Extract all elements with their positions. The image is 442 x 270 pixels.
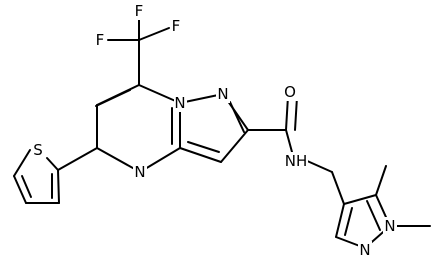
atom-f-top: F (133, 2, 145, 20)
atom-f-left: F (94, 31, 106, 49)
atom-n-pyrazole-bottom: N (358, 241, 372, 259)
atom-amide-nh: NH (284, 152, 308, 170)
svg-text:N: N (217, 85, 228, 103)
svg-text:NH: NH (285, 152, 308, 170)
atom-sulfur: S (32, 141, 45, 159)
svg-text:N: N (134, 163, 145, 181)
svg-text:N: N (359, 241, 370, 259)
atom-f-right: F (170, 17, 182, 35)
svg-text:N: N (174, 94, 185, 112)
svg-text:O: O (284, 83, 296, 101)
atom-n-bridgehead: N (174, 94, 187, 112)
svg-text:F: F (135, 2, 144, 20)
atom-n-pyrazole-fused: N (216, 85, 230, 103)
svg-text:F: F (96, 31, 105, 49)
svg-text:N: N (384, 217, 395, 235)
atom-label-layer: F F F N N N O NH (32, 2, 397, 259)
atom-oxygen: O (283, 83, 298, 101)
atom-n-methyl-pyrazole: N (383, 217, 397, 235)
svg-text:S: S (33, 141, 43, 159)
svg-text:F: F (172, 17, 181, 35)
bond-layer (13, 11, 431, 249)
atom-n-pyrimidine: N (133, 163, 147, 181)
